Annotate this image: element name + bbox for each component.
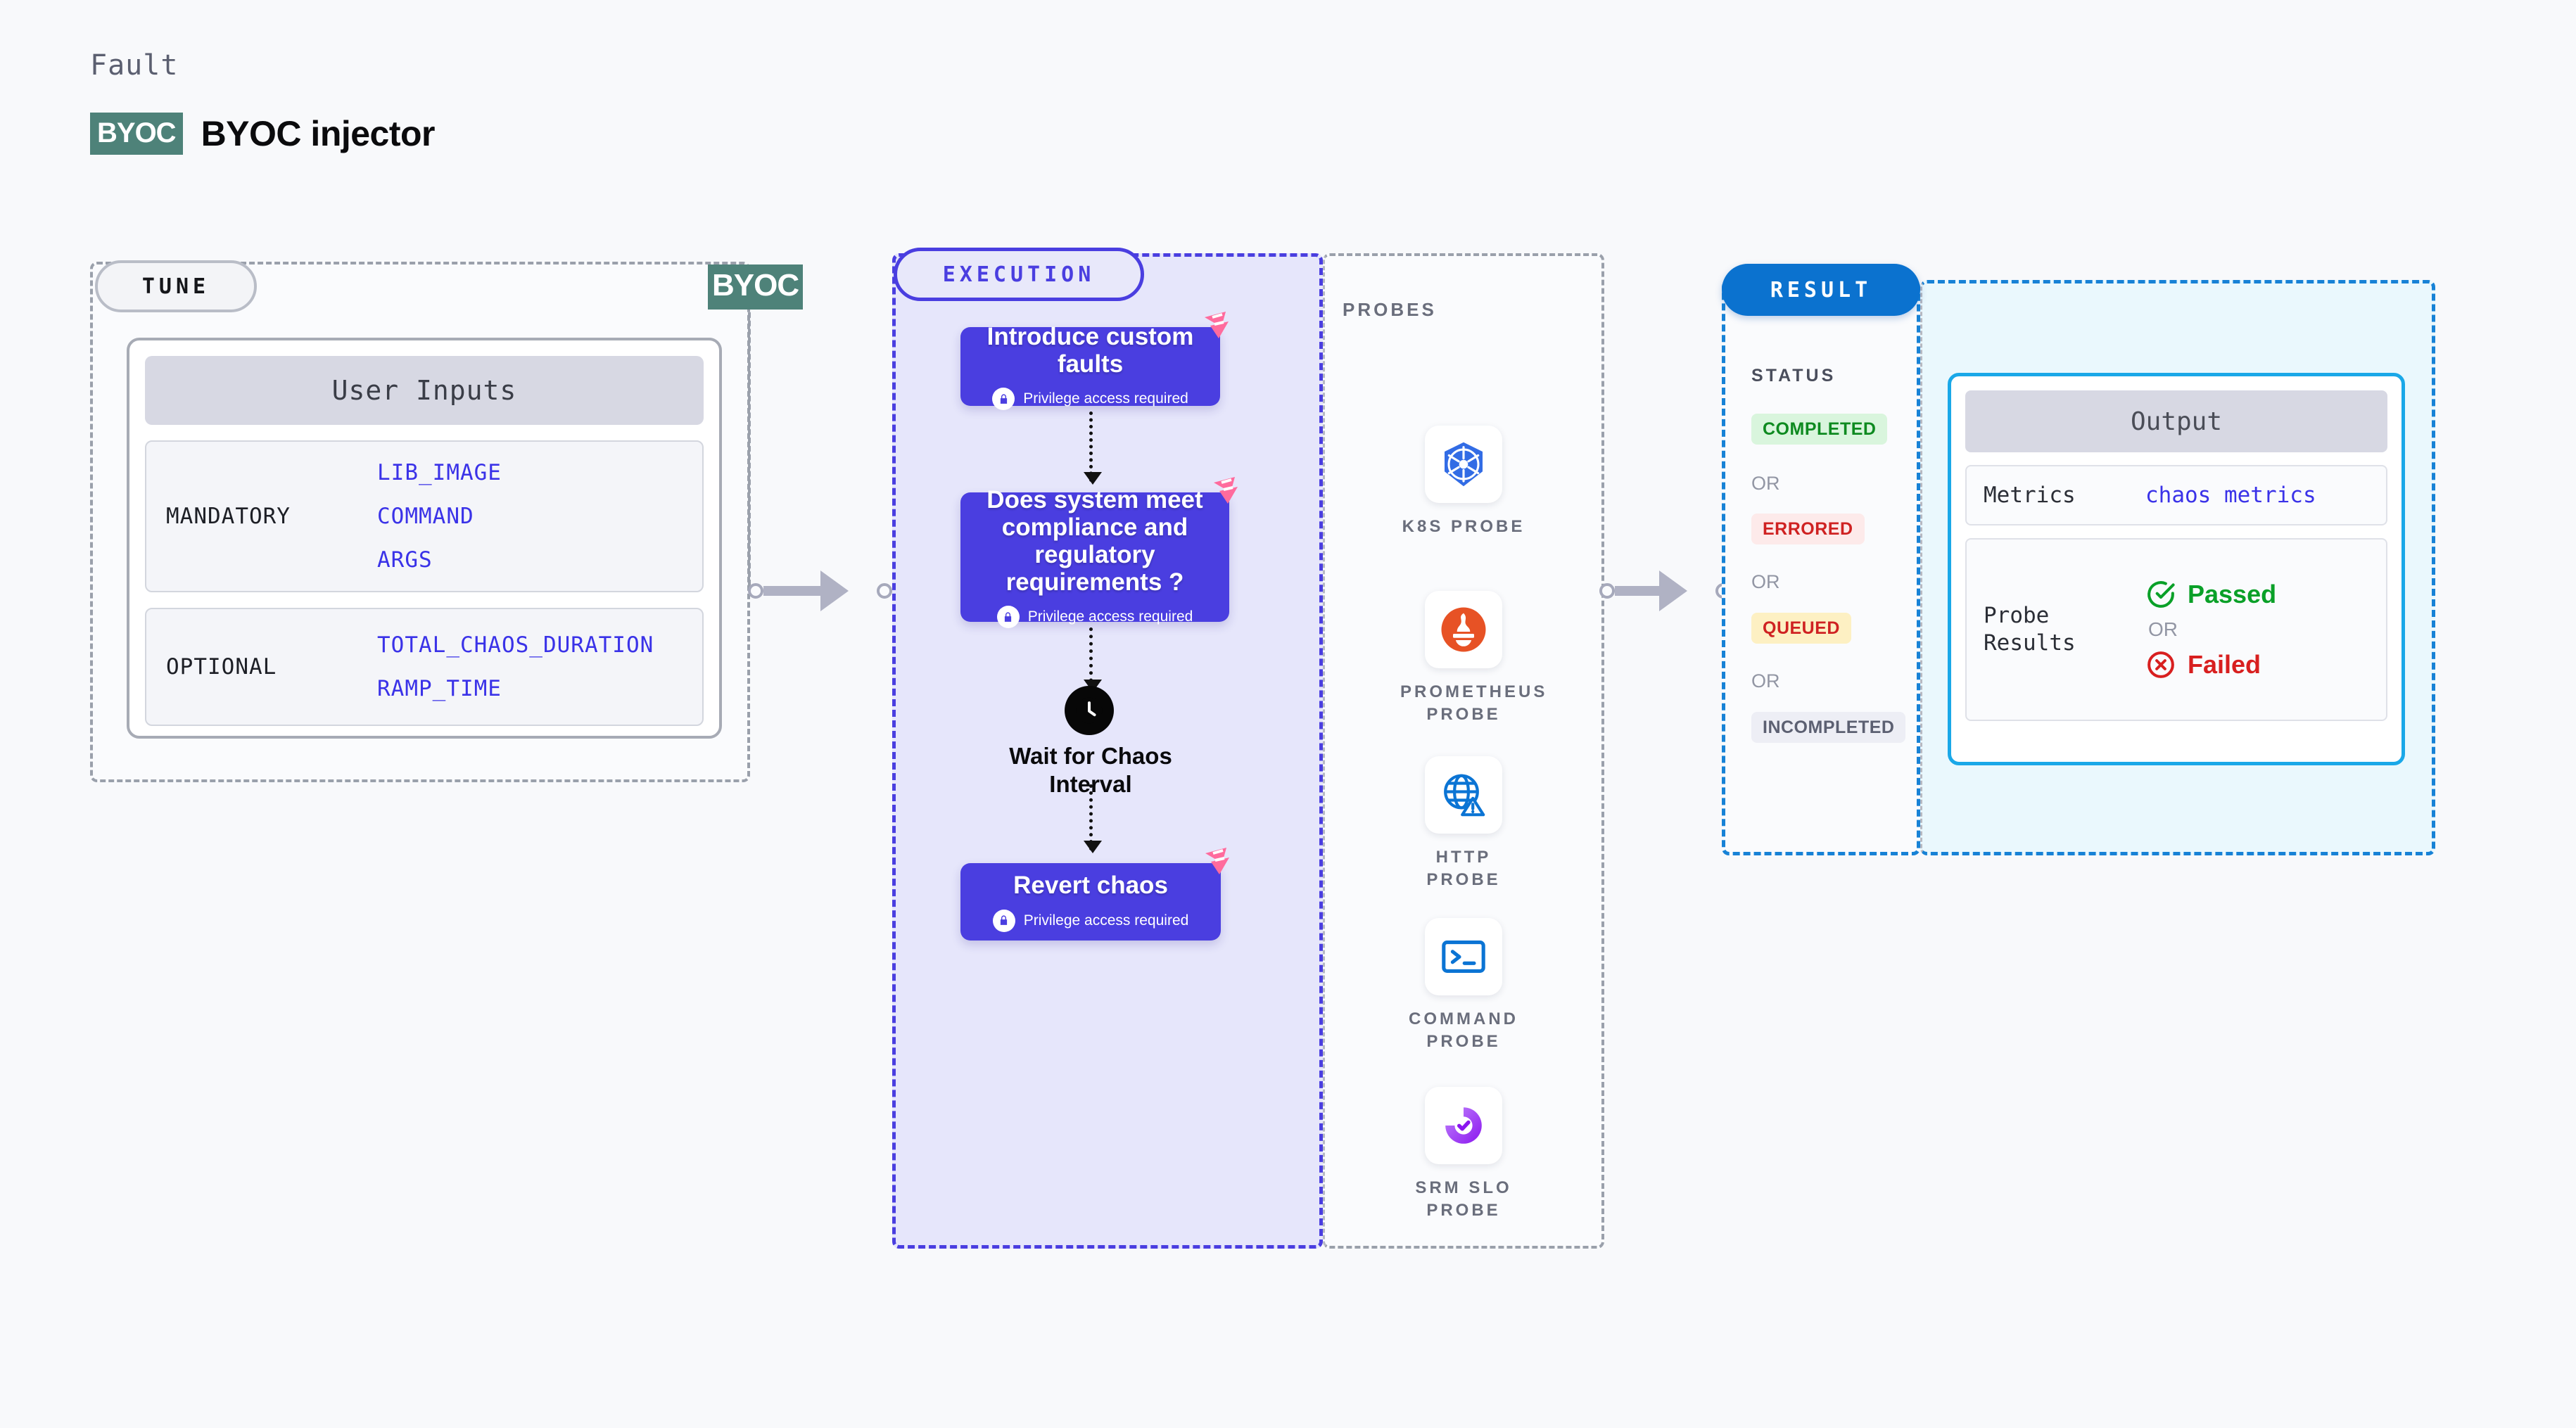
probe-result-values: Passed OR Failed [2145, 579, 2276, 680]
input-variable[interactable]: TOTAL_CHAOS_DURATION [377, 632, 654, 658]
probe-result-passed: Passed [2145, 579, 2276, 610]
status-badge-completed: COMPLETED [1751, 414, 1888, 445]
page-title: BYOC injector [201, 114, 436, 153]
lock-icon [992, 388, 1015, 411]
probe-item-k8s[interactable]: K8S PROBE [1400, 426, 1527, 538]
prometheus-icon [1425, 591, 1502, 668]
node-privilege-text: Privilege access required [1027, 608, 1193, 625]
connector-dot-icon [1599, 583, 1615, 599]
terminal-icon [1425, 918, 1502, 995]
connector-line [1615, 586, 1659, 596]
input-group-values: LIB_IMAGE COMMAND ARGS [377, 460, 502, 573]
connector-execution-to-result [1599, 570, 1731, 612]
connector-dot-icon [877, 583, 892, 599]
connector-dot-icon [748, 583, 763, 599]
x-circle-icon [2147, 651, 2174, 678]
node-privilege-note: Privilege access required [992, 909, 1189, 932]
node-privilege-note: Privilege access required [996, 606, 1193, 629]
output-card: Output Metrics chaos metrics Probe Resul… [1948, 373, 2405, 765]
status-or-label: OR [1751, 571, 1780, 592]
user-inputs-title: User Inputs [145, 356, 704, 425]
output-row-probe-results: Probe Results Passed OR Failed [1965, 538, 2387, 721]
connector-tune-to-execution [748, 570, 892, 612]
page-kicker: Fault [90, 49, 179, 82]
input-group-label: OPTIONAL [166, 654, 277, 680]
harness-logo-icon [1205, 848, 1229, 874]
probe-item-prometheus[interactable]: PROMETHEUS PROBE [1400, 591, 1548, 727]
probe-item-srm-slo[interactable]: SRM SLO PROBE [1400, 1087, 1527, 1223]
lock-icon [992, 909, 1015, 932]
probes-section [1323, 253, 1604, 1249]
status-badge-errored: ERRORED [1751, 514, 1865, 544]
node-title: Revert chaos [1013, 872, 1168, 900]
http-globe-warning-icon [1425, 756, 1502, 834]
execution-node-compliance-check[interactable]: Does system meet compliance and regulato… [960, 477, 1238, 629]
check-circle-icon [2147, 581, 2175, 608]
wait-step-icon-wrap [1055, 686, 1123, 735]
user-inputs-card: User Inputs MANDATORY LIB_IMAGE COMMAND … [127, 338, 722, 739]
input-variable[interactable]: RAMP_TIME [377, 676, 502, 701]
input-group-optional: OPTIONAL TOTAL_CHAOS_DURATION RAMP_TIME [145, 608, 704, 726]
status-badge-queued: QUEUED [1751, 613, 1851, 644]
execution-section [892, 253, 1323, 1249]
status-badge-incompleted: INCOMPLETED [1751, 712, 1906, 743]
execution-node-introduce-custom-faults[interactable]: Introduce custom faults Privilege access… [960, 312, 1229, 411]
page-title-row: BYOC BYOC injector [90, 113, 436, 155]
probe-label: PROMETHEUS PROBE [1400, 682, 1548, 725]
byoc-divider-line [748, 304, 751, 585]
probe-result-passed-label: Passed [2188, 580, 2277, 608]
input-variable[interactable]: ARGS [377, 547, 433, 573]
output-probe-results-key: Probe Results [1984, 603, 2076, 656]
byoc-marker-badge: BYOC [708, 264, 804, 310]
harness-logo-icon [1205, 312, 1229, 338]
probe-item-http[interactable]: HTTP PROBE [1400, 756, 1527, 892]
output-title: Output [1965, 390, 2387, 452]
result-status-section [1722, 280, 1920, 855]
node-title: Introduce custom faults [986, 322, 1194, 378]
flow-arrow-3 [1084, 784, 1102, 853]
probe-result-or-label: OR [2148, 618, 2178, 640]
probe-label: SRM SLO PROBE [1415, 1178, 1512, 1220]
kubernetes-icon [1425, 426, 1502, 503]
probe-result-failed-label: Failed [2188, 650, 2261, 679]
probe-label: COMMAND PROBE [1409, 1009, 1518, 1052]
input-variable[interactable]: LIB_IMAGE [377, 460, 502, 485]
output-row-metrics: Metrics chaos metrics [1965, 465, 2387, 525]
node-privilege-note: Privilege access required [992, 388, 1188, 411]
status-or-label: OR [1751, 473, 1780, 494]
probe-item-command[interactable]: COMMAND PROBE [1400, 918, 1527, 1054]
input-group-label: MANDATORY [166, 504, 291, 529]
lock-icon [996, 606, 1020, 629]
wait-step-label: Wait for Chaos Interval [1009, 743, 1172, 797]
result-pill-label: RESULT [1722, 264, 1920, 316]
srm-slo-icon [1425, 1087, 1502, 1164]
output-metrics-value[interactable]: chaos metrics [2145, 483, 2316, 508]
node-title: Does system meet compliance and regulato… [986, 485, 1203, 597]
execution-pill-label: EXECUTION [894, 248, 1144, 301]
status-or-label: OR [1751, 670, 1780, 691]
execution-node-revert-chaos[interactable]: Revert chaos Privilege access required [960, 848, 1229, 941]
harness-logo-icon [1214, 477, 1238, 504]
connector-arrow-icon [1659, 570, 1715, 611]
flow-arrow-2 [1084, 627, 1102, 692]
input-group-values: TOTAL_CHAOS_DURATION RAMP_TIME [377, 632, 654, 701]
input-variable[interactable]: COMMAND [377, 504, 474, 529]
probe-result-failed: Failed [2145, 649, 2276, 680]
connector-arrow-icon [820, 570, 877, 611]
status-title: STATUS [1751, 366, 1836, 385]
tune-pill-label: TUNE [95, 260, 257, 312]
probe-label: HTTP PROBE [1426, 848, 1501, 890]
input-group-mandatory: MANDATORY LIB_IMAGE COMMAND ARGS [145, 440, 704, 592]
connector-line [763, 586, 820, 596]
byoc-badge: BYOC [90, 113, 183, 155]
node-privilege-text: Privilege access required [1023, 390, 1188, 407]
node-privilege-text: Privilege access required [1023, 912, 1189, 929]
probe-label: K8S PROBE [1402, 517, 1525, 536]
output-metrics-key: Metrics [1984, 482, 2076, 508]
probes-title: PROBES [1343, 299, 1437, 320]
flow-arrow-1 [1084, 412, 1102, 485]
clock-icon [1065, 686, 1114, 735]
